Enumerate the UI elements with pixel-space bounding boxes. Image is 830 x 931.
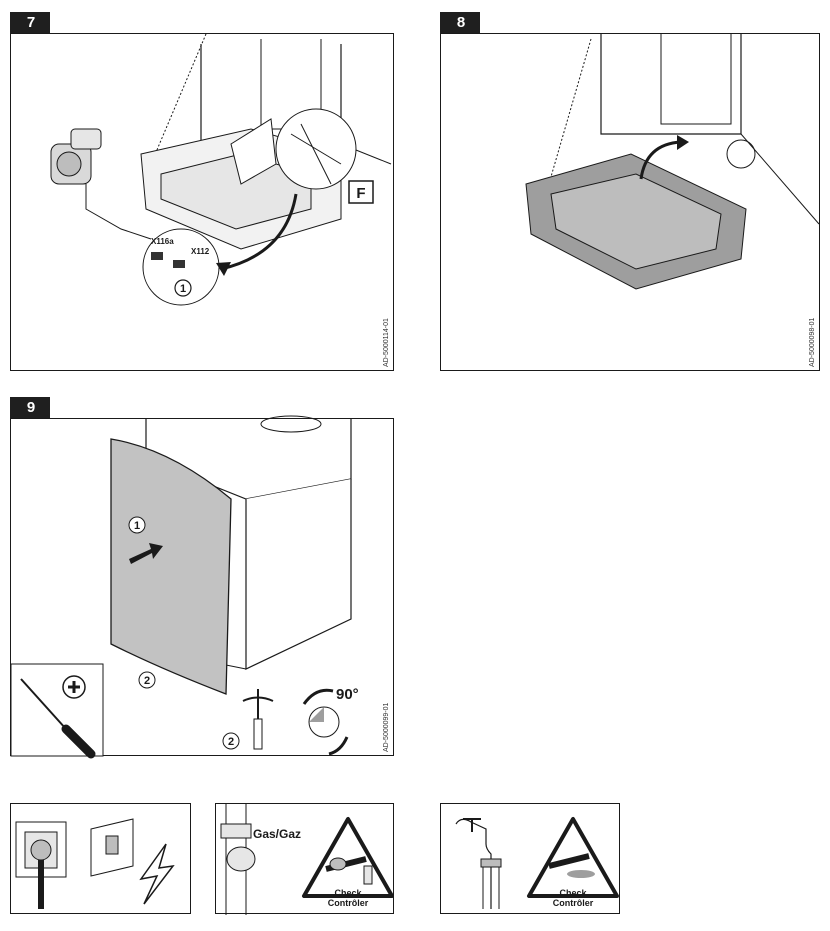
step-9-panel: 1 2 2 90° AD-5000099-01 [10,415,394,759]
leak-check-warning-icon [302,817,394,898]
rotation-angle: 90° [336,686,359,703]
gas-valve-icon [220,804,256,915]
step-8-panel: AD-5000098-01 [440,33,820,371]
step-9-screw-marker: 2 [228,736,234,748]
step-8-reference: AD-5000098-01 [809,317,816,367]
step-7-reference: AD-5000114-01 [383,318,390,367]
step-8-number: 8 [440,12,480,33]
water-check-label: Check [559,888,587,898]
step-8-illustration [525,34,820,290]
controler-label: Contrôler [328,898,369,908]
connector-x116a-label: X116a [151,237,174,246]
step-7-marker: 1 [180,283,186,295]
switch-icon [90,818,134,877]
check-label: Check [334,888,362,898]
lightning-icon [139,843,175,905]
gas-warning-box: Gas/Gaz Check Contrôler [215,803,394,915]
water-tap-icon [455,818,502,909]
step-9-push-marker: 1 [134,520,140,532]
step-7-panel: X116a X112 1 F AD-5000114-01 [10,33,394,371]
callout-letter: F [356,185,365,202]
step-9-reference: AD-5000099-01 [383,702,390,752]
step-9-number: 9 [10,397,50,418]
step-7-number: 7 [10,12,50,33]
gas-label: Gas/Gaz [253,827,301,841]
electrical-warning-box [10,803,191,914]
screwdriver-inset [10,663,104,757]
wall-socket-icon [15,821,67,909]
water-leak-check-warning-icon [527,817,619,898]
front-panel [110,438,232,695]
pump-icon [50,128,152,240]
water-warning-box: Check Contrôler [440,803,620,914]
step-9-panel-marker: 2 [144,675,150,687]
water-controler-label: Contrôler [553,898,594,908]
connector-x112-label: X112 [191,247,210,256]
step-7-illustration: X116a X112 1 F [50,33,392,306]
step-9-illustration: 1 2 2 90° [10,415,359,759]
